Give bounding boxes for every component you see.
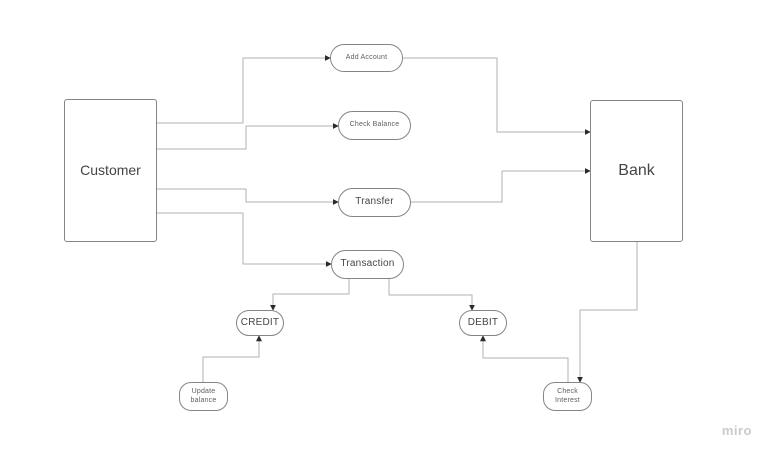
connector-update-balance-to-credit[interactable] <box>202 335 262 382</box>
node-customer-label: Customer <box>80 161 141 178</box>
node-bank[interactable]: Bank <box>590 100 683 242</box>
node-check-balance[interactable]: Check Balance <box>338 111 411 140</box>
node-update-balance[interactable]: Update balance <box>179 382 228 411</box>
connector-bank-to-check-interest[interactable] <box>577 242 638 383</box>
node-credit[interactable]: CREDIT <box>236 310 284 336</box>
node-update-balance-label: Update balance <box>190 387 217 404</box>
connector-customer-to-add-account[interactable] <box>157 55 331 124</box>
connector-add-account-to-bank[interactable] <box>403 57 591 135</box>
node-add-account-label: Add Account <box>345 53 388 61</box>
node-bank-label: Bank <box>618 162 655 179</box>
node-add-account[interactable]: Add Account <box>330 44 403 72</box>
connector-transaction-to-debit[interactable] <box>388 279 475 311</box>
node-transaction-label: Transaction <box>340 258 395 270</box>
node-debit[interactable]: DEBIT <box>459 310 507 336</box>
connector-check-interest-to-debit[interactable] <box>480 335 569 382</box>
node-transfer-label: Transfer <box>355 196 394 208</box>
node-transaction[interactable]: Transaction <box>331 250 404 279</box>
node-credit-label: CREDIT <box>240 316 280 328</box>
connector-customer-to-transaction[interactable] <box>157 212 332 267</box>
node-transfer[interactable]: Transfer <box>338 188 411 217</box>
connector-transaction-to-credit[interactable] <box>270 279 350 311</box>
miro-watermark: miro <box>721 423 752 438</box>
connector-customer-to-check-balance[interactable] <box>157 123 339 150</box>
node-check-balance-label: Check Balance <box>349 121 400 129</box>
connector-customer-to-transfer[interactable] <box>157 188 339 205</box>
node-check-interest[interactable]: Check Interest <box>543 382 592 411</box>
node-check-interest-label: Check Interest <box>555 387 580 404</box>
connector-transfer-to-bank[interactable] <box>411 168 591 203</box>
node-customer[interactable]: Customer <box>64 99 157 242</box>
node-debit-label: DEBIT <box>467 316 499 328</box>
